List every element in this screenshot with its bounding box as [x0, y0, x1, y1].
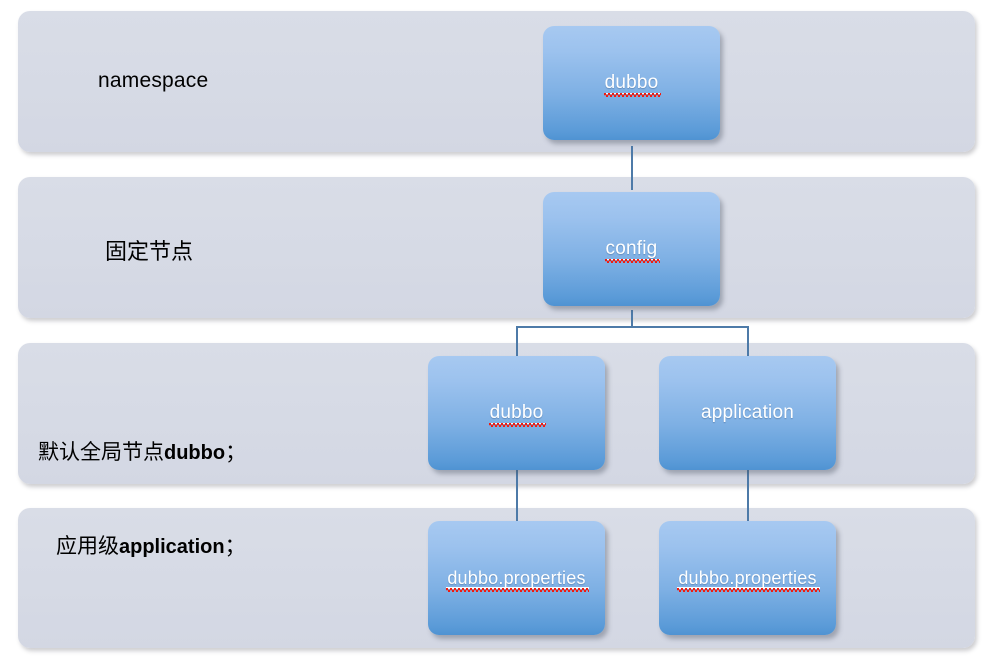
band-label-default-global: 默认全局节点dubbo； 应用级application；	[38, 375, 246, 625]
band-label-default-global-line-2-prefix: 应用级	[56, 533, 119, 558]
node-props-application-label: dubbo.properties	[677, 567, 820, 592]
connector-config-drop-left	[516, 326, 518, 364]
node-dubbo-global-label: dubbo	[488, 402, 547, 427]
node-props-global[interactable]: dubbo.properties	[428, 521, 605, 635]
node-application-label: application	[700, 402, 795, 423]
band-label-default-global-line-2-latin: application	[119, 535, 225, 558]
node-application[interactable]: application	[659, 356, 836, 470]
connector-config-stem	[631, 310, 633, 328]
connector-application-to-props	[747, 466, 749, 528]
band-label-default-global-line-1-latin: dubbo	[164, 442, 226, 465]
connector-config-drop-right	[747, 326, 749, 364]
node-config-label: config	[604, 238, 661, 263]
band-label-namespace: namespace	[98, 69, 209, 92]
connector-config-crossbar	[516, 326, 749, 328]
node-props-application[interactable]: dubbo.properties	[659, 521, 836, 635]
band-label-fixed-node: 固定节点	[105, 240, 194, 265]
band-label-default-global-line-1-prefix: 默认全局节点	[38, 440, 164, 465]
node-props-global-label: dubbo.properties	[446, 567, 589, 592]
node-dubbo-root[interactable]: dubbo	[543, 26, 720, 140]
band-label-default-global-line-2-suffix: ；	[224, 533, 246, 558]
connector-dubbo-global-to-props	[516, 466, 518, 528]
band-label-default-global-line-1-suffix: ；	[225, 440, 247, 465]
band-label-default-global-line-1: 默认全局节点dubbo；	[38, 437, 246, 469]
band-label-default-global-line-2: 应用级application；	[38, 531, 246, 563]
node-dubbo-root-label: dubbo	[603, 72, 662, 97]
band-fixed-node	[18, 177, 975, 318]
connector-dubbo-root-to-config	[631, 146, 633, 190]
node-dubbo-global[interactable]: dubbo	[428, 356, 605, 470]
band-namespace	[18, 11, 975, 152]
node-config[interactable]: config	[543, 192, 720, 306]
